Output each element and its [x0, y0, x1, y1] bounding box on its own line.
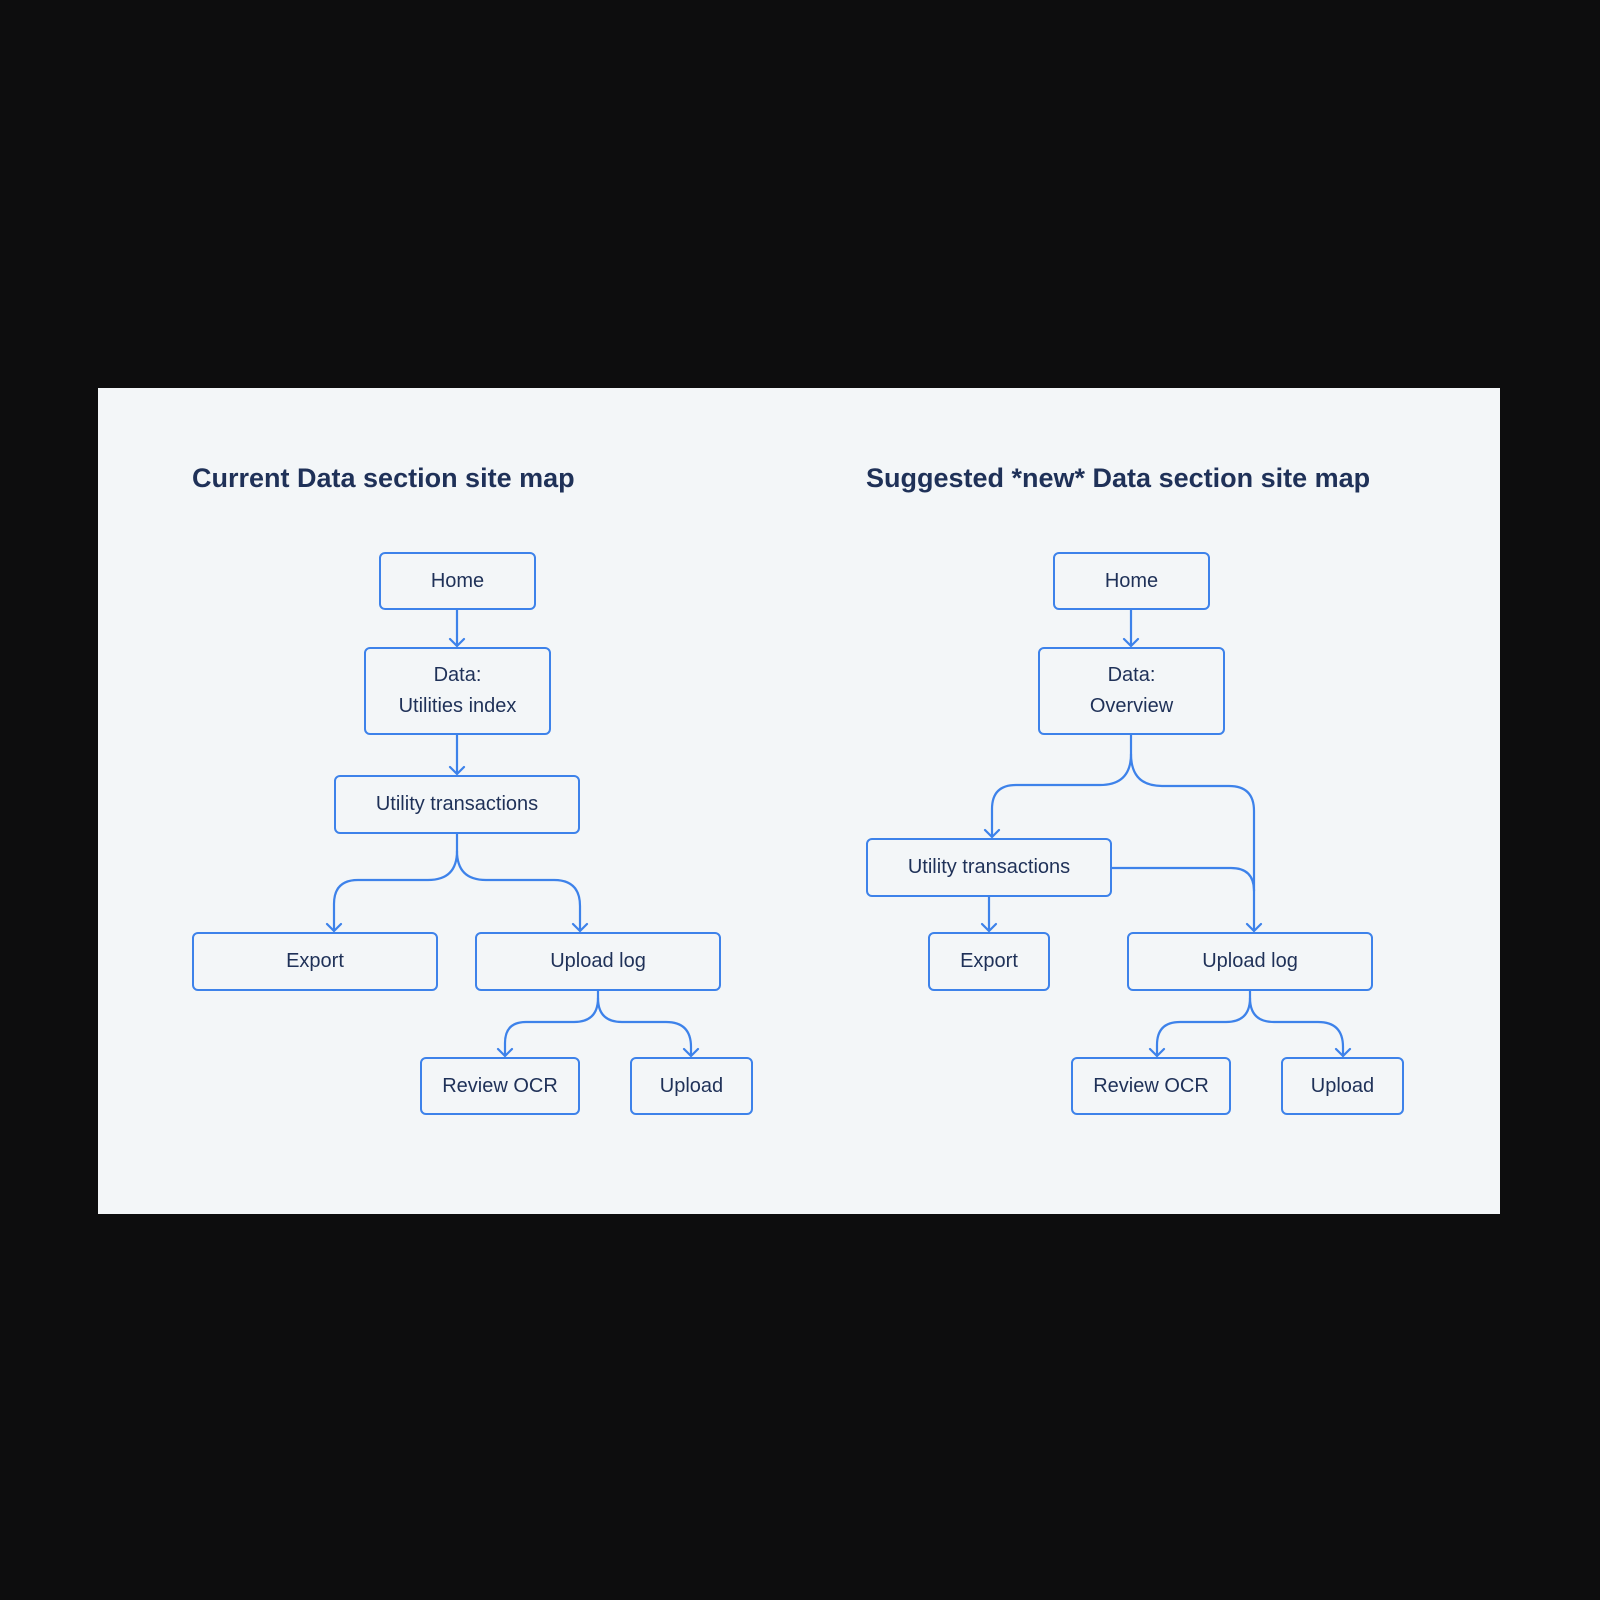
- node-label: Upload log: [1202, 950, 1298, 972]
- node-label: Export: [286, 950, 344, 972]
- node-label-line1: Data:: [1107, 664, 1156, 686]
- node-label-line1: Data:: [433, 664, 482, 686]
- node-label: Export: [960, 950, 1018, 972]
- node-label: Review OCR: [442, 1074, 558, 1097]
- suggested-sitemap-title: Suggested *new* Data section site map: [866, 463, 1371, 493]
- connector-lines: [325, 607, 1352, 1058]
- suggested-review-ocr-node[interactable]: Review OCR: [1071, 1057, 1231, 1115]
- node-label: Upload log: [550, 950, 646, 972]
- current-upload-log-node[interactable]: Upload log: [475, 932, 721, 991]
- node-label: Review OCR: [1093, 1074, 1209, 1097]
- suggested-connectors: [980, 607, 1352, 1058]
- current-sitemap-title: Current Data section site map: [192, 463, 575, 493]
- suggested-export-node[interactable]: Export: [928, 932, 1050, 991]
- node-label: Upload: [659, 1074, 724, 1097]
- node-label-line2: Overview: [1089, 695, 1174, 717]
- node-label-line2: Utilities index: [398, 695, 517, 717]
- node-label: Home: [430, 569, 485, 592]
- suggested-upload-log-node[interactable]: Upload log: [1127, 932, 1373, 991]
- suggested-home-node[interactable]: Home: [1053, 552, 1210, 610]
- current-review-ocr-node[interactable]: Review OCR: [420, 1057, 580, 1115]
- node-label: Utility transactions: [375, 793, 539, 815]
- current-utility-transactions-node[interactable]: Utility transactions: [334, 775, 580, 834]
- current-data-utilities-index-node[interactable]: Data: Utilities index: [364, 647, 551, 735]
- suggested-upload-node[interactable]: Upload: [1281, 1057, 1404, 1115]
- node-label: Home: [1104, 569, 1159, 592]
- node-label: Upload: [1310, 1074, 1375, 1097]
- suggested-data-overview-node[interactable]: Data: Overview: [1038, 647, 1225, 735]
- current-home-node[interactable]: Home: [379, 552, 536, 610]
- suggested-utility-transactions-node[interactable]: Utility transactions: [866, 838, 1112, 897]
- current-upload-node[interactable]: Upload: [630, 1057, 753, 1115]
- node-label: Utility transactions: [907, 856, 1071, 878]
- current-export-node[interactable]: Export: [192, 932, 438, 991]
- sitemap-panel: Current Data section site map Suggested …: [98, 388, 1500, 1214]
- current-connectors: [325, 607, 700, 1058]
